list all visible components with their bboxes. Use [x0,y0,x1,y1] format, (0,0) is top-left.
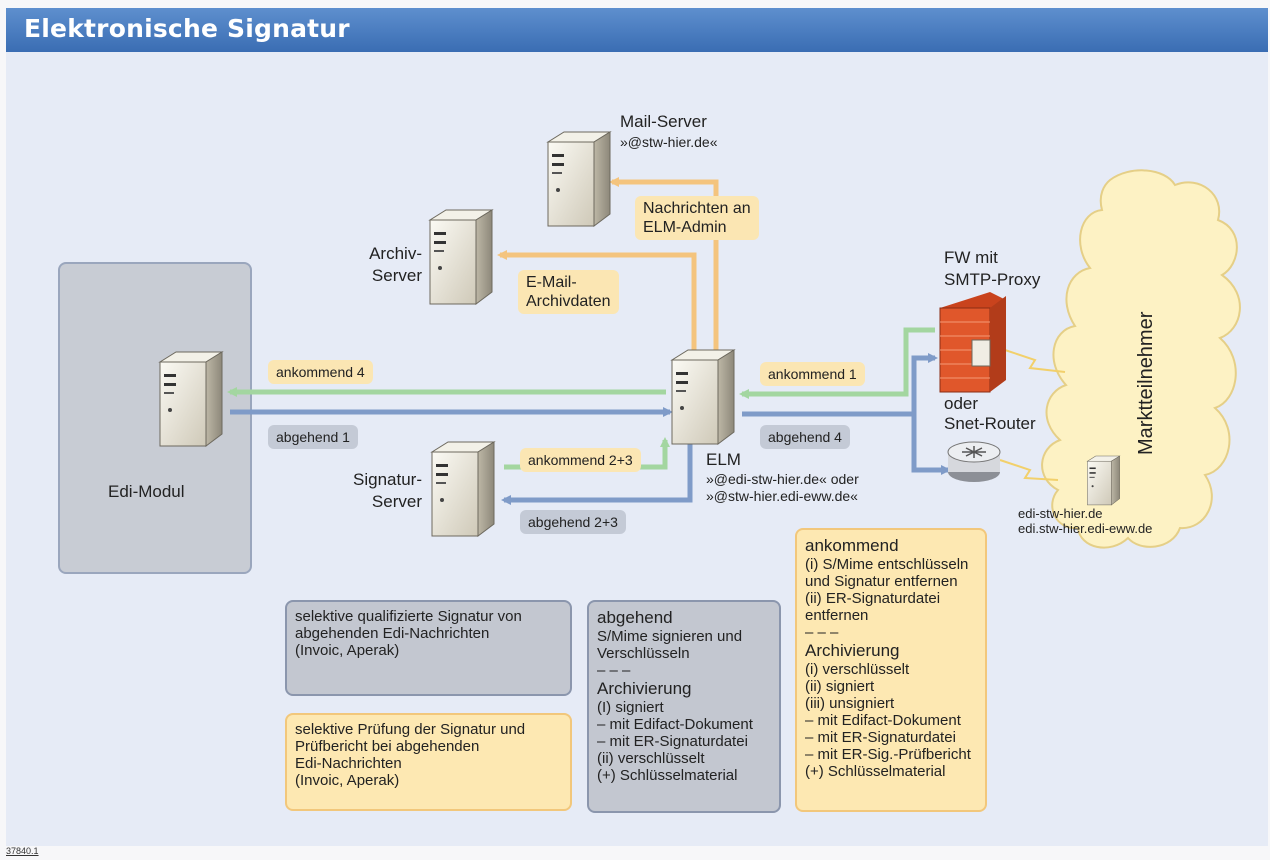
elm-domain-2: »@stw-hier.edi-eww.de« [706,488,858,504]
router-icon [947,441,1001,482]
note-abgehend-line: – mit ER-Signaturdatei [597,733,748,750]
archiv-server-line2: Server [371,266,422,285]
arrow-abgehend23 [501,440,693,505]
fw-or: oder [944,394,979,413]
link-router-partner [999,459,1059,481]
note-abgehend-line: (I) signiert [597,699,664,716]
arrow-abgehend4 [742,353,938,417]
elm-domain-1: »@edi-stw-hier.de« oder [706,471,859,487]
note-ankommend-line: (iii) unsigniert [805,695,895,712]
note-ankommend-line: (i) verschlüsselt [805,661,910,678]
note-ankommend-line: – mit ER-Sig.-Prüfbericht [805,746,971,763]
tag-abgehend23: abgehend 2+3 [520,510,626,534]
note-abgehend-line: – mit Edifact-Dokument [597,716,753,733]
page-title: Elektronische Signatur [24,14,350,43]
note-selektive-signatur: selektive qualifizierte Signatur von abg… [285,600,572,696]
note-pruef-line: Prüfbericht bei abgehenden [295,738,480,755]
note-sig-line: selektive qualifizierte Signatur von [295,608,522,625]
note-ankommend-line: (+) Schlüsselmaterial [805,763,946,780]
link-fw-partner [1004,349,1066,373]
note-ankommend-title: ankommend [805,536,899,555]
fw-line2: SMTP-Proxy [944,270,1041,289]
firewall-icon [939,292,1006,393]
note-ankommend: ankommend (i) S/Mime entschlüsseln und S… [795,528,987,812]
note-ankommend-line: und Signatur entfernen [805,573,958,590]
note-pruef-line: (Invoic, Aperak) [295,772,400,789]
note-abgehend-line: – – – [597,662,631,679]
tag-nachrichten-2: ELM-Admin [643,219,727,236]
note-ankommend-line: – mit Edifact-Dokument [805,712,961,729]
signatur-server-line1: Signatur- [353,470,422,489]
cloud-shape [1041,169,1241,549]
mail-server-icon [547,131,611,227]
arrow-ankommend1 [739,327,935,399]
elm-name: ELM [706,450,741,469]
archiv-server-line1: Archiv- [369,244,422,263]
note-ankommend-line: entfernen [805,607,869,624]
note-ankommend-line: (ii) signiert [805,678,875,695]
arrow-abgehend4-router [911,414,951,475]
partner-server-icon [1087,455,1120,506]
router-label: Snet-Router [944,414,1036,433]
partner-addr-1: edi-stw-hier.de [1018,506,1103,521]
note-pruef-line: Edi-Nachrichten [295,755,402,772]
edi-modul-label: Edi-Modul [108,482,185,501]
tag-ankommend1: ankommend 1 [760,362,865,386]
note-abgehend-line: S/Mime signieren und [597,628,743,645]
signatur-server-icon [431,441,495,537]
mail-server-name: Mail-Server [620,112,707,131]
note-sig-line: (Invoic, Aperak) [295,642,400,659]
note-sig-line: abgehenden Edi-Nachrichten [295,625,490,642]
note-ankommend-archiv: Archivierung [805,641,900,660]
fw-line1: FW mit [944,248,998,267]
tag-abgehend4: abgehend 4 [760,425,850,449]
note-ankommend-line: (i) S/Mime entschlüsseln [805,556,969,573]
note-abgehend-archiv: Archivierung [597,679,692,698]
marktteilnehmer-label: Marktteilnehmer [1135,311,1157,455]
note-selektive-pruefung: selektive Prüfung der Signatur und Prüfb… [285,713,572,811]
tag-nachrichten-1: Nachrichten an [643,200,751,217]
mail-server-domain: »@stw-hier.de« [620,134,718,150]
note-abgehend: abgehend S/Mime signieren und Verschlüss… [587,600,781,813]
tag-email: E-Mail- Archivdaten [518,270,619,314]
arrow-elm-to-archiv [497,250,697,358]
figure-id: 37840.1 [6,846,39,856]
note-pruef-line: selektive Prüfung der Signatur und [295,721,526,738]
tag-email-2: Archivdaten [526,293,611,310]
signatur-server-line2: Server [371,492,422,511]
note-abgehend-line: (ii) verschlüsselt [597,750,705,767]
elm-server-icon [671,349,735,445]
partner-addr-2: edi.stw-hier.edi-eww.de [1018,521,1153,536]
tag-email-1: E-Mail- [526,274,577,291]
note-ankommend-line: (ii) ER-Signaturdatei [805,590,941,607]
note-abgehend-title: abgehend [597,608,673,627]
note-ankommend-line: – mit ER-Signaturdatei [805,729,956,746]
header-bar: Elektronische Signatur [6,8,1268,52]
archiv-server-icon [429,209,493,305]
tag-nachrichten: Nachrichten an ELM-Admin [635,196,759,240]
edi-server-icon [159,351,223,447]
note-abgehend-line: (+) Schlüsselmaterial [597,767,738,784]
tag-abgehend1: abgehend 1 [268,425,358,449]
arrow-elm-to-mail [609,177,719,358]
tag-ankommend4: ankommend 4 [268,360,373,384]
note-ankommend-line: – – – [805,624,839,641]
tag-ankommend23: ankommend 2+3 [520,448,641,472]
note-abgehend-line: Verschlüsseln [597,645,690,662]
